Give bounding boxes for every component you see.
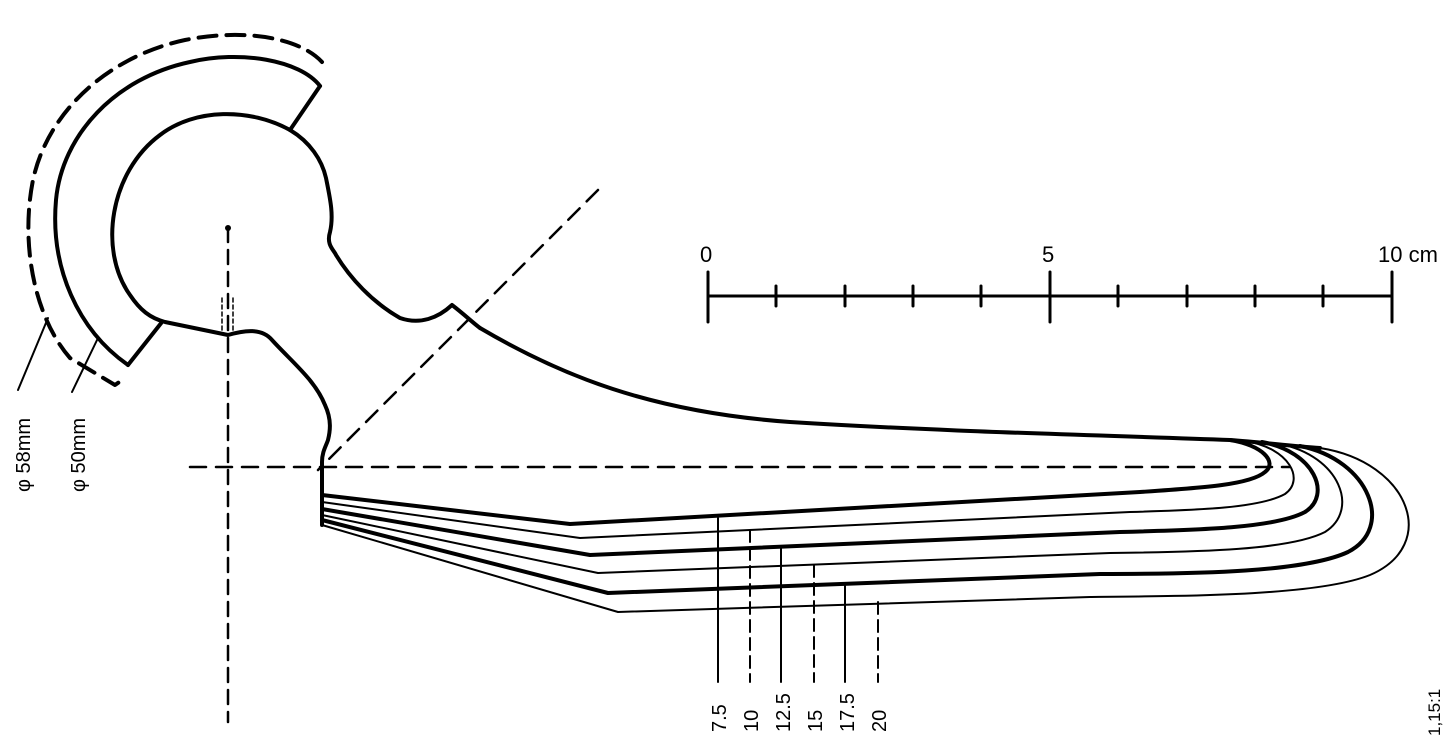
contour-15: [321, 443, 1344, 574]
ring-end-top: [288, 84, 322, 132]
diameter-58-label: φ 58mm: [13, 418, 35, 492]
hook-main-outline: [110, 112, 332, 527]
size-label-10: 10: [741, 710, 763, 732]
size-label-15: 15: [805, 710, 827, 732]
leader-58: [17, 317, 49, 391]
size-label-20: 20: [869, 710, 891, 732]
small-vertical-marks: [221, 297, 234, 331]
contour-17-5: [320, 444, 1374, 595]
scale-label-5: 5: [1042, 242, 1054, 267]
leader-50: [71, 337, 99, 393]
size-label-12-5: 12.5: [773, 693, 795, 732]
contour-20: [321, 447, 1410, 613]
scale-label-0: 0: [700, 242, 712, 267]
scale-bar: [706, 270, 1394, 324]
contour-10: [321, 440, 1295, 539]
scale-label-10cm: 10 cm: [1378, 242, 1438, 267]
ring-end-bottom: [126, 320, 164, 367]
outer-diameter-dashed-arc: [26, 32, 324, 387]
size-label-7-5: 7.5: [709, 704, 731, 732]
ratio-label: 1,15:1: [1425, 689, 1444, 736]
hook-neck-right: [288, 128, 482, 330]
ring-outer-edge: [53, 54, 322, 367]
center-point: [225, 225, 231, 231]
diameter-50-label: φ 50mm: [68, 418, 90, 492]
diagonal-line: [316, 188, 600, 472]
contour-12-5: [320, 440, 1320, 557]
blade-top-edge: [478, 326, 1322, 450]
size-label-17-5: 17.5: [837, 693, 859, 732]
contour-7-5: [320, 438, 1272, 526]
